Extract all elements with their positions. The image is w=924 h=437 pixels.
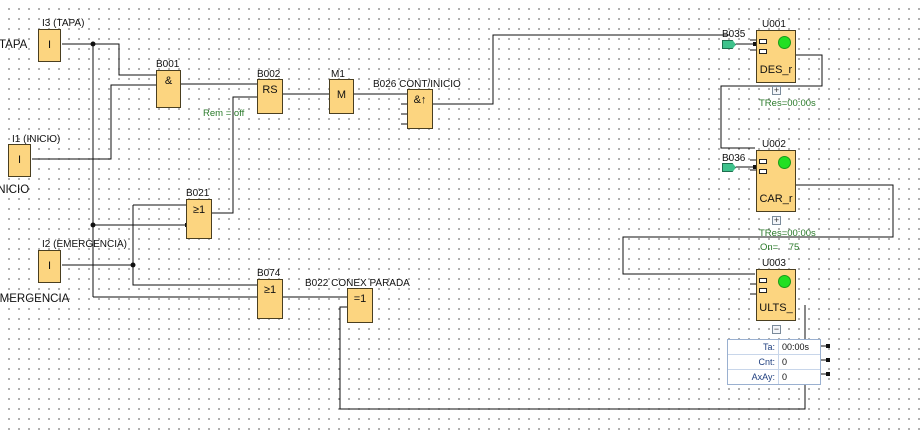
block-b021-symbol: ≥1 bbox=[192, 204, 206, 216]
udf-u003-label: ULTS_ bbox=[759, 302, 793, 314]
input-i2-side-label: EMERGENCIA bbox=[0, 293, 70, 305]
flag-b036-name: B036 bbox=[722, 153, 746, 164]
wire bbox=[720, 54, 823, 149]
udf-u001[interactable]: DES_r bbox=[756, 30, 796, 83]
block-b001-symbol: & bbox=[164, 75, 173, 87]
wire bbox=[62, 43, 156, 76]
input-i3-side-label: TAPA bbox=[0, 39, 28, 51]
parameter-value[interactable]: 00:00s bbox=[782, 342, 810, 352]
udf-u002-label: CAR_r bbox=[759, 193, 793, 205]
udf-u001-tres: TRes=00:00s bbox=[759, 98, 816, 109]
status-led-icon bbox=[778, 156, 791, 169]
block-b002[interactable]: RS bbox=[257, 79, 283, 114]
status-led-icon bbox=[778, 36, 791, 49]
block-b074-symbol: ≥1 bbox=[263, 284, 277, 296]
udf-u002-tres: TRes=00:00s bbox=[759, 228, 816, 239]
input-i3-symbol: I bbox=[47, 39, 52, 51]
flag-b036-icon[interactable] bbox=[722, 163, 736, 172]
wire bbox=[132, 205, 257, 286]
udf-u003[interactable]: ULTS_ bbox=[756, 269, 796, 321]
block-b022[interactable]: =1 bbox=[347, 288, 373, 323]
block-b026[interactable]: &↑ bbox=[407, 89, 433, 129]
wire bbox=[212, 96, 257, 214]
block-b001-name: B001 bbox=[156, 59, 180, 70]
block-m1[interactable]: M bbox=[329, 79, 354, 114]
block-b026-symbol: &↑ bbox=[413, 94, 427, 106]
udf-u001-name: U001 bbox=[762, 19, 786, 30]
flag-b035-icon[interactable] bbox=[722, 40, 736, 49]
block-b021-name: B021 bbox=[186, 188, 210, 199]
parameter-key: Ta: bbox=[728, 340, 779, 354]
pin-icon bbox=[759, 39, 767, 44]
udf-u002-name: U002 bbox=[762, 139, 786, 150]
udf-u001-label: DES_r bbox=[759, 64, 793, 76]
udf-u003-collapse-icon[interactable]: − bbox=[772, 324, 781, 334]
block-b002-name: B002 bbox=[257, 69, 281, 80]
parameter-key: Cnt: bbox=[728, 355, 779, 369]
block-b074[interactable]: ≥1 bbox=[257, 279, 283, 319]
block-b022-symbol: =1 bbox=[353, 293, 367, 305]
parameter-table: Ta: 00:00s Cnt: 0 AxAy: 0 bbox=[727, 339, 821, 385]
input-i1-block[interactable]: I bbox=[8, 144, 31, 177]
pin-icon bbox=[759, 159, 767, 164]
udf-u001-expand-icon[interactable]: + bbox=[772, 85, 781, 95]
input-i1-name: I1 (INICIO) bbox=[12, 134, 61, 145]
parameter-row: Cnt: 0 bbox=[728, 355, 820, 370]
input-i2-block[interactable]: I bbox=[38, 250, 61, 283]
flag-b035-name: B035 bbox=[722, 29, 746, 40]
block-b022-name: B022 CONEX PARADA bbox=[305, 278, 410, 289]
input-i3-block[interactable]: I bbox=[38, 29, 61, 62]
block-b001[interactable]: & bbox=[156, 70, 181, 108]
input-i1-side-label: INICIO bbox=[0, 184, 30, 196]
block-b021[interactable]: ≥1 bbox=[186, 199, 212, 239]
udf-u002-on: On= 75 bbox=[760, 242, 800, 253]
parameter-row: AxAy: 0 bbox=[728, 370, 820, 384]
wire bbox=[32, 84, 156, 160]
input-i3-name: I3 (TAPA) bbox=[42, 18, 85, 29]
pin-icon bbox=[759, 278, 767, 283]
status-led-icon bbox=[778, 275, 791, 288]
pin-icon bbox=[759, 169, 767, 174]
block-b002-rem: Rem = off bbox=[203, 108, 245, 119]
pin-icon bbox=[759, 288, 767, 293]
wire bbox=[622, 184, 894, 275]
parameter-row: Ta: 00:00s bbox=[728, 340, 820, 355]
parameter-value[interactable]: 0 bbox=[782, 357, 788, 367]
junction bbox=[90, 222, 96, 228]
block-b026-name: B026 CONT/INICIO bbox=[373, 79, 461, 90]
input-i2-symbol: I bbox=[47, 260, 52, 272]
block-m1-symbol: M bbox=[336, 89, 347, 101]
block-m1-name: M1 bbox=[331, 69, 345, 80]
block-b074-name: B074 bbox=[257, 268, 281, 279]
wire bbox=[433, 34, 730, 105]
udf-u002[interactable]: CAR_r bbox=[756, 150, 796, 212]
udf-u002-expand-icon[interactable]: + bbox=[772, 215, 781, 225]
parameter-value[interactable]: 0 bbox=[782, 372, 788, 382]
input-i2-name: I2 (EMERGENCIA) bbox=[42, 239, 128, 250]
parameter-key: AxAy: bbox=[728, 370, 779, 384]
pin-icon bbox=[759, 49, 767, 54]
input-i1-symbol: I bbox=[17, 154, 22, 166]
junction bbox=[130, 262, 136, 268]
junction bbox=[90, 41, 96, 47]
udf-u003-name: U003 bbox=[762, 258, 786, 269]
block-b002-symbol: RS bbox=[262, 84, 278, 96]
